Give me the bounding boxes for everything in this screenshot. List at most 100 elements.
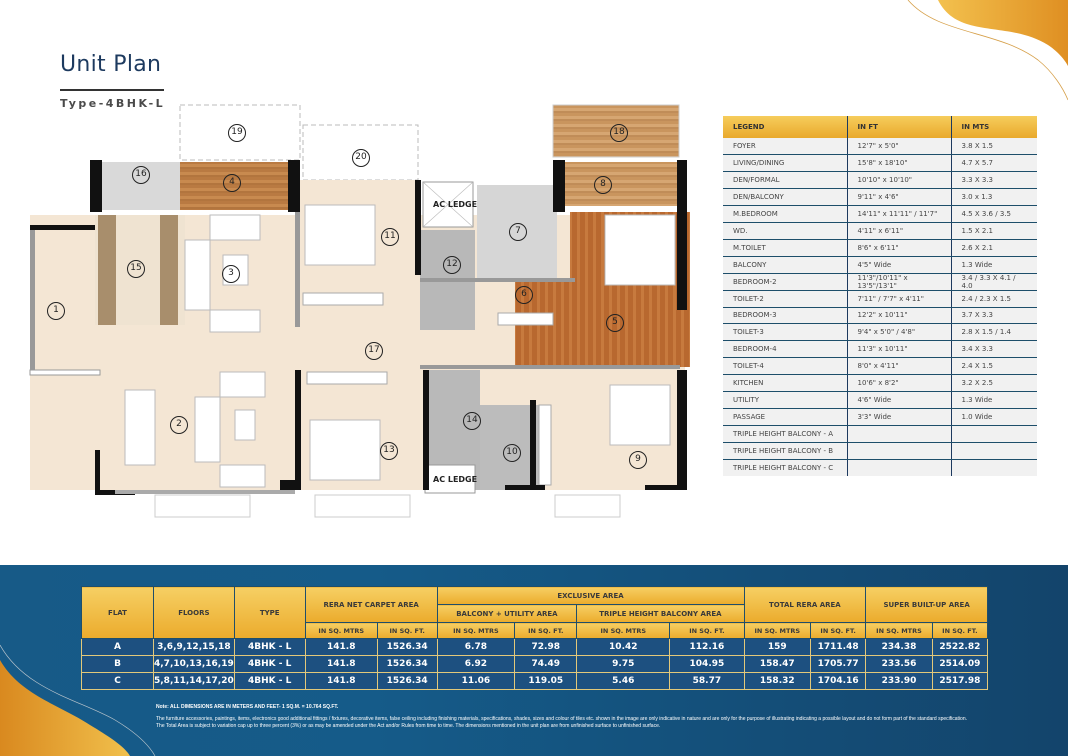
area-cell-th_m: 5.46: [576, 672, 671, 690]
area-cell-th_ft: 104.95: [669, 655, 745, 673]
ac-ledge-label-bottom: AC LEDGE: [433, 475, 478, 484]
legend-cell-name: FOYER: [723, 138, 847, 156]
room-label-8: 8: [594, 176, 612, 194]
sub-th-m: IN SQ. MTRS: [576, 622, 671, 639]
legend-cell-name: TOILET-2: [723, 290, 847, 308]
col-balcony-utility: BALCONY + UTILITY AREA: [436, 604, 578, 623]
sub-bu-ft: IN SQ. FT.: [514, 622, 578, 639]
area-cell-bu_ft: 72.98: [514, 638, 578, 656]
room-label-19: 19: [228, 124, 246, 142]
legend-cell-name: TOILET-3: [723, 323, 847, 342]
area-cell-flat: C: [81, 672, 154, 690]
area-cell-type: 4BHK - L: [233, 638, 306, 656]
room-label-3: 3: [222, 265, 240, 283]
area-cell-rera_ft: 1711.48: [810, 638, 867, 656]
disclaimer-notes: Note: ALL DIMENSIONS ARE IN METERS AND F…: [156, 704, 967, 730]
legend-cell-mts: [950, 425, 1037, 443]
area-cell-bu_m: 11.06: [436, 672, 516, 690]
area-cell-th_ft: 112.16: [669, 638, 745, 656]
room-label-17: 17: [365, 342, 383, 360]
sub-rera-ft: IN SQ. FT.: [810, 622, 867, 639]
legend-cell-mts: 3.0 x 1.3: [950, 188, 1037, 207]
legend-header-ft: IN FT: [846, 116, 951, 138]
legend-cell-name: BEDROOM-4: [723, 340, 847, 359]
floor-plan: 1 2 3 4 5 6 7 8 9 10 11 12 13 14 15 16 1…: [25, 100, 695, 530]
legend-cell-mts: 3.4 / 3.3 X 4.1 / 4.0: [950, 273, 1037, 291]
area-cell-sb_m: 234.38: [865, 638, 933, 656]
legend-cell-ft: 12'2" x 10'11": [846, 307, 951, 325]
room-label-7: 7: [509, 223, 527, 241]
legend-cell-ft: [846, 442, 951, 460]
room-label-5: 5: [606, 314, 624, 332]
area-cell-rera_ft: 1705.77: [810, 655, 867, 673]
legend-cell-mts: 1.0 Wide: [950, 408, 1037, 426]
legend-cell-ft: 4'5" Wide: [846, 256, 951, 274]
area-cell-carpet_ft: 1526.34: [376, 672, 438, 690]
area-cell-rera_m: 159: [743, 638, 812, 656]
legend-cell-name: BEDROOM-3: [723, 307, 847, 325]
col-total-rera: TOTAL RERA AREA: [743, 586, 867, 623]
area-cell-flat: B: [81, 655, 154, 673]
legend-row: WD.4'11" x 6'11"1.5 X 2.1: [723, 222, 1037, 240]
legend-cell-ft: 8'6" x 6'11": [846, 239, 951, 257]
legend-cell-mts: 3.7 X 3.3: [950, 307, 1037, 325]
area-cell-th_m: 9.75: [576, 655, 671, 673]
area-cell-carpet_m: 141.8: [304, 672, 378, 690]
note-furniture: The furniture accessories, paintings, it…: [156, 716, 967, 722]
room-label-15: 15: [127, 260, 145, 278]
legend-cell-ft: 15'8" x 18'10": [846, 154, 951, 173]
legend-cell-mts: 4.7 X 5.7: [950, 154, 1037, 173]
legend-cell-ft: [846, 425, 951, 443]
area-cell-th_ft: 58.77: [669, 672, 745, 690]
col-super-builtup: SUPER BUILT-UP AREA: [865, 586, 988, 623]
sub-bu-m: IN SQ. MTRS: [436, 622, 516, 639]
legend-cell-ft: 9'11" x 4'6": [846, 188, 951, 207]
legend-header-mts: IN MTS: [950, 116, 1037, 138]
legend-cell-ft: 11'3"/10'11" x 13'5"/13'1": [846, 273, 951, 291]
legend-cell-ft: 7'11" / 7'7" x 4'11": [846, 290, 951, 308]
area-cell-bu_m: 6.78: [436, 638, 516, 656]
sub-carpet-ft: IN SQ. FT.: [376, 622, 438, 639]
corner-decoration: [907, 0, 1068, 101]
sub-sb-ft: IN SQ. FT.: [931, 622, 989, 639]
area-cell-rera_m: 158.47: [743, 655, 812, 673]
legend-cell-mts: 3.8 X 1.5: [950, 138, 1037, 156]
legend-cell-ft: 11'3" x 10'11": [846, 340, 951, 359]
legend-cell-name: TOILET-4: [723, 357, 847, 376]
legend-cell-name: WD.: [723, 222, 847, 240]
legend-cell-mts: [950, 459, 1037, 476]
room-label-10: 10: [503, 444, 521, 462]
sub-sb-m: IN SQ. MTRS: [865, 622, 933, 639]
sub-th-ft: IN SQ. FT.: [669, 622, 745, 639]
legend-row: TRIPLE HEIGHT BALCONY - B: [723, 442, 1037, 460]
legend-cell-name: UTILITY: [723, 391, 847, 409]
area-cell-type: 4BHK - L: [233, 672, 306, 690]
room-label-9: 9: [629, 451, 647, 469]
legend-header-room: LEGEND: [723, 116, 847, 138]
area-cell-floors: 4,7,10,13,16,19: [153, 655, 235, 673]
area-cell-th_m: 10.42: [576, 638, 671, 656]
area-cell-carpet_m: 141.8: [304, 638, 378, 656]
legend-cell-mts: 3.2 X 2.5: [950, 374, 1037, 392]
sub-rera-m: IN SQ. MTRS: [743, 622, 812, 639]
room-label-6: 6: [515, 286, 533, 304]
sub-carpet-m: IN SQ. MTRS: [304, 622, 378, 639]
legend-cell-name: TRIPLE HEIGHT BALCONY - A: [723, 425, 847, 443]
legend-cell-ft: 12'7" x 5'0": [846, 138, 951, 156]
area-cell-carpet_m: 141.8: [304, 655, 378, 673]
area-cell-sb_ft: 2514.09: [931, 655, 989, 673]
area-cell-sb_m: 233.90: [865, 672, 933, 690]
col-rera-net-carpet: RERA NET CARPET AREA: [304, 586, 438, 623]
room-label-14: 14: [463, 412, 481, 430]
legend-cell-mts: 3.3 X 3.3: [950, 171, 1037, 190]
room-label-4: 4: [223, 174, 241, 192]
legend-cell-ft: 10'6" x 8'2": [846, 374, 951, 392]
room-label-18: 18: [610, 124, 628, 142]
